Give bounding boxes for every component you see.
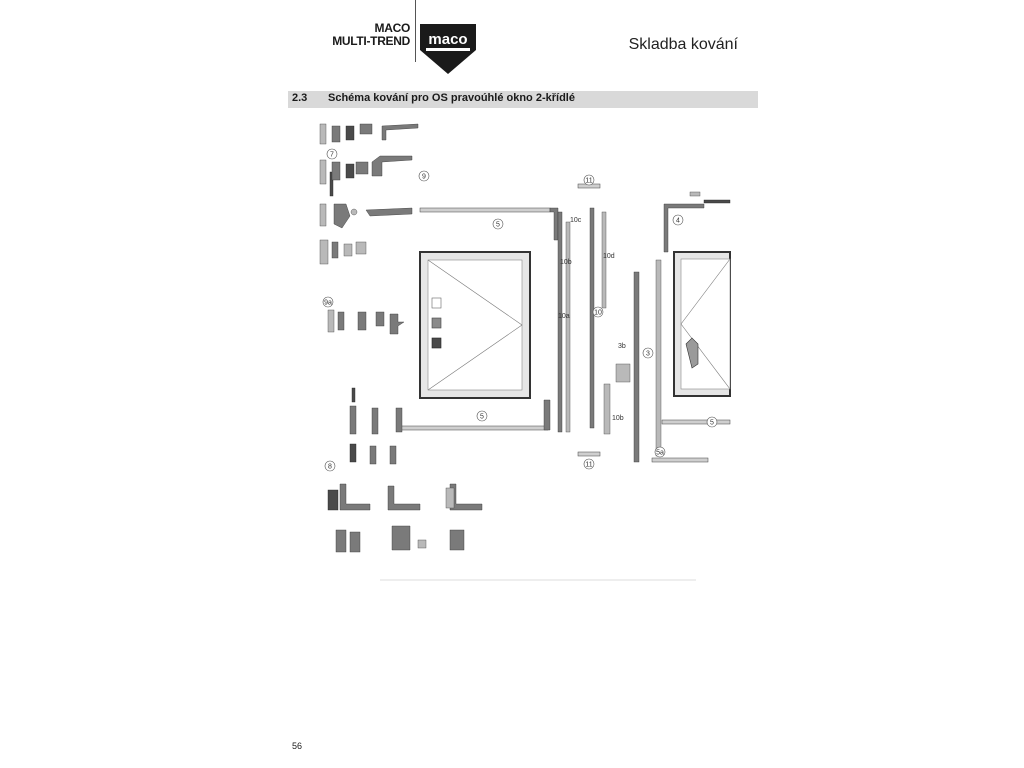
right-bottom-rail-5 — [651, 419, 731, 463]
callout-7: 7 — [330, 152, 334, 159]
brand-name: MACO MULTI-TREND — [330, 22, 410, 48]
callout-10a: 10a — [558, 313, 570, 320]
top-rail-5 — [419, 207, 559, 241]
hinge-parts-group-9 — [319, 155, 413, 197]
bottom-rail-5 — [399, 399, 551, 431]
legend-swatch-mid — [431, 317, 442, 329]
callout-11-bottom: 11 — [585, 462, 592, 469]
legend-swatch-light — [431, 297, 442, 309]
brand-line-2: MULTI-TREND — [332, 34, 410, 48]
callout-10b: 10b — [560, 259, 572, 266]
right-corner-4 — [663, 191, 731, 253]
logo-text: maco — [428, 31, 467, 48]
callout-8: 8 — [328, 464, 332, 471]
brand-line-1: MACO — [374, 21, 411, 35]
corner-parts-row — [327, 483, 483, 511]
stay-parts-group-8 — [349, 387, 403, 465]
maco-logo: maco — [420, 24, 476, 74]
hardware-diagram: 7 9 9a — [319, 123, 731, 581]
header-divider — [415, 0, 416, 62]
page-number: 56 — [292, 741, 303, 751]
heading-bar — [288, 91, 758, 108]
heading-title: Schéma kování pro OS pravoúhlé okno 2-kř… — [328, 92, 575, 104]
hinge-parts-row-3 — [319, 203, 413, 229]
callout-5a: 5a — [656, 450, 664, 457]
hinge-parts-row-4 — [319, 239, 367, 265]
callout-9: 9 — [422, 174, 426, 181]
callout-5-right: 5 — [710, 420, 714, 427]
callout-5-bottom: 5 — [480, 414, 484, 421]
heading-number: 2.3 — [292, 92, 308, 104]
callout-11-top: 11 — [585, 178, 592, 185]
callout-9a: 9a — [324, 300, 332, 307]
callout-10d: 10d — [603, 253, 615, 260]
callout-3: 3 — [646, 351, 650, 358]
main-espagnolette-3 — [615, 259, 662, 463]
callout-5-top: 5 — [496, 222, 500, 229]
hinge-parts-group-9a — [327, 309, 405, 335]
central-espagnolette-10 — [557, 183, 611, 457]
callout-4: 4 — [676, 218, 680, 225]
callout-10b-lower: 10b — [612, 415, 624, 422]
hinge-parts-group-7 — [319, 123, 419, 145]
left-sash-schematic — [419, 251, 531, 399]
legend-swatch-dark — [431, 337, 442, 349]
right-sash-schematic — [673, 251, 731, 397]
bottom-hinge-parts — [335, 525, 465, 553]
callout-3b: 3b — [618, 343, 626, 350]
callout-10c: 10c — [570, 217, 582, 224]
section-title: Skladba kování — [628, 36, 738, 53]
handle-icon — [685, 337, 699, 369]
callout-10: 10 — [594, 310, 602, 317]
